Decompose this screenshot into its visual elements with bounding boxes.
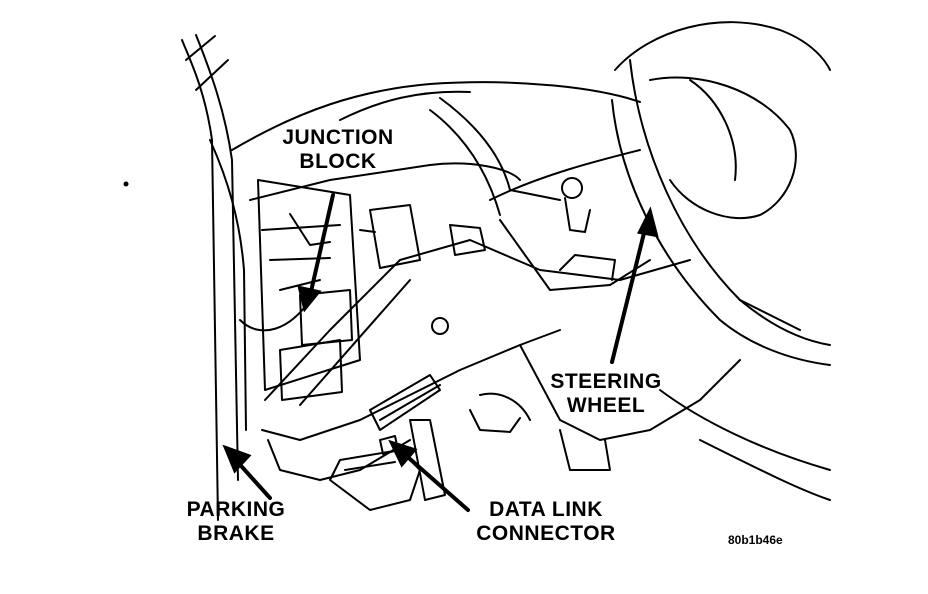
figure-reference-id: 80b1b46e bbox=[728, 533, 783, 547]
door-pillar bbox=[181, 34, 247, 521]
parking-brake-label-line-1: PARKING bbox=[186, 498, 286, 521]
junction-block-label: JUNCTION BLOCK bbox=[268, 126, 408, 174]
steering-wheel-drawing bbox=[611, 21, 831, 501]
dash-shell bbox=[231, 81, 641, 216]
steering-wheel-label-line-2: WHEEL bbox=[566, 394, 646, 417]
steering-column bbox=[489, 149, 741, 471]
lower-dash bbox=[261, 204, 691, 481]
steering-wheel-label: STEERING WHEEL bbox=[540, 370, 672, 418]
parking-brake-label: PARKING BRAKE bbox=[178, 498, 294, 546]
junction-block-label-line-1: JUNCTION bbox=[282, 126, 394, 149]
parking-brake-label-line-2: BRAKE bbox=[197, 522, 275, 545]
data-link-connector-label-line-2: CONNECTOR bbox=[476, 522, 616, 545]
data-link-connector-label-line-1: DATA LINK bbox=[489, 498, 603, 521]
pedal-area bbox=[329, 392, 531, 511]
steering-wheel-label-line-1: STEERING bbox=[550, 370, 662, 393]
data-link-connector-label: DATA LINK CONNECTOR bbox=[462, 498, 630, 546]
junction-block-label-line-2: BLOCK bbox=[299, 150, 377, 173]
